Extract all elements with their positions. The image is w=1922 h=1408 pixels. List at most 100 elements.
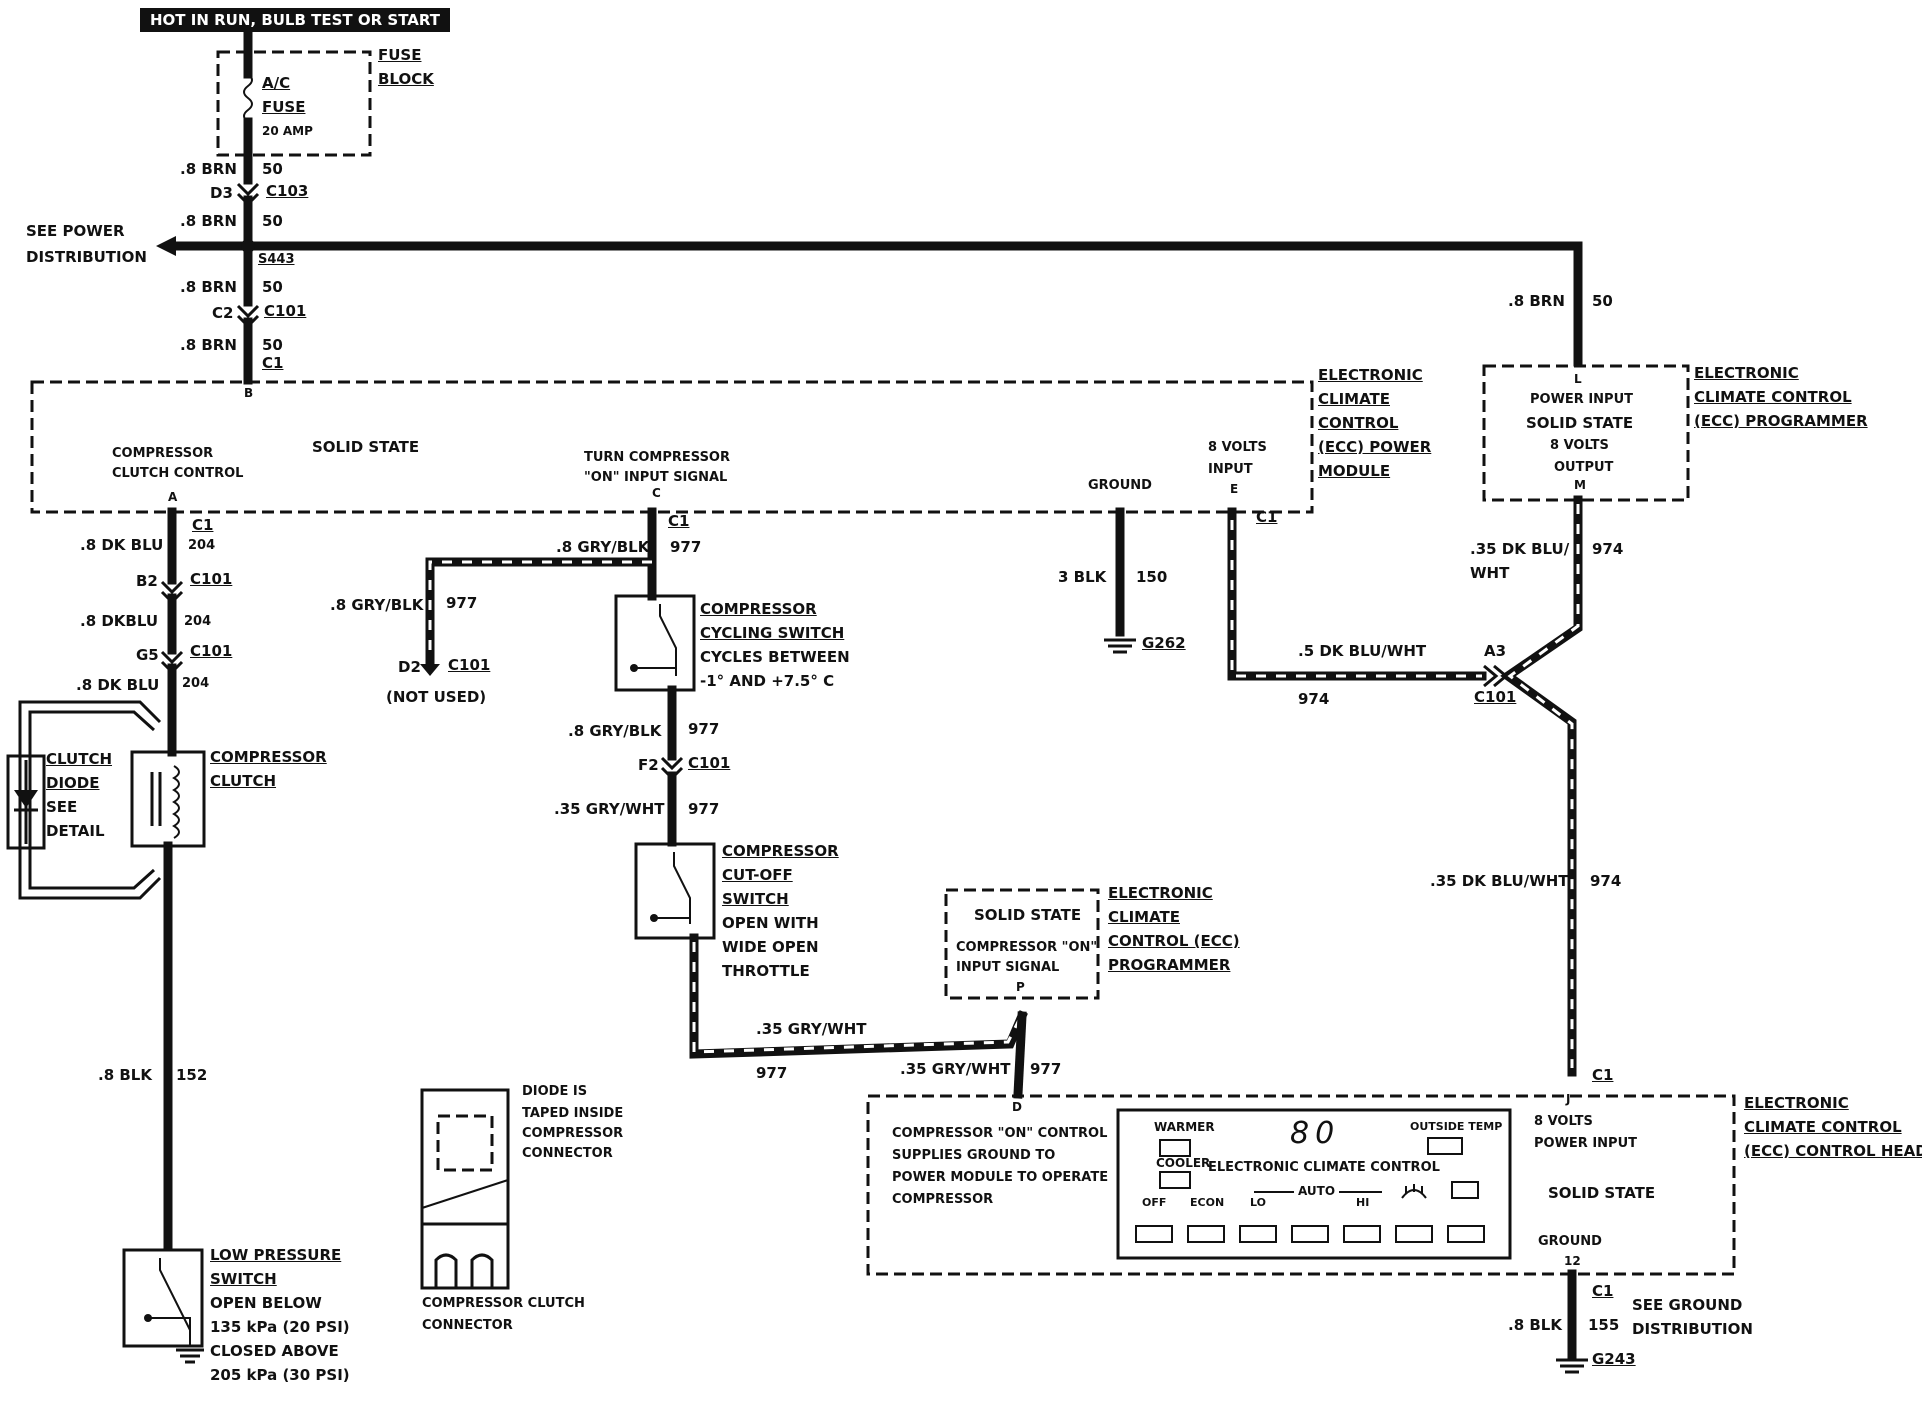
power-module-name-1: ELECTRONIC: [1318, 366, 1423, 384]
diode-note-4: CONNECTOR: [522, 1146, 613, 1161]
warmer-button[interactable]: [1159, 1139, 1191, 1157]
cutoff-switch-1: COMPRESSOR: [722, 842, 839, 860]
programmer-signal-name-3: CONTROL (ECC): [1108, 932, 1240, 950]
control-head-note-3: POWER MODULE TO OPERATE: [892, 1170, 1109, 1185]
feed-conn-c101: C101: [264, 302, 307, 320]
control-head-name-3: (ECC) CONTROL HEAD: [1744, 1142, 1922, 1160]
signal-wire-5: .35 GRY/WHT: [900, 1060, 1011, 1078]
programmer-volts-output-1: 8 VOLTS: [1550, 438, 1609, 453]
control-button-econ[interactable]: [1187, 1225, 1225, 1243]
signal-conn-c101: C101: [688, 754, 731, 772]
signal-wire-4: .35 GRY/WHT: [756, 1020, 867, 1038]
programmer-outline: [1482, 364, 1690, 502]
control-head-solid-state: SOLID STATE: [1548, 1184, 1656, 1202]
splice-label: S443: [258, 252, 295, 267]
power-banner: HOT IN RUN, BULB TEST OR START: [140, 8, 450, 32]
signal-pin-d2: D2: [398, 658, 421, 676]
connector-detail-shell: [420, 1222, 510, 1290]
clutch-diode-2: DIODE: [46, 774, 100, 792]
see-ground-2: DISTRIBUTION: [1632, 1320, 1753, 1338]
control-head-name-2: CLIMATE CONTROL: [1744, 1118, 1902, 1136]
volts-conn-c101: C101: [1474, 688, 1517, 706]
see-power-arrow: [156, 236, 176, 256]
control-head-note-2: SUPPLIES GROUND TO: [892, 1148, 1056, 1163]
control-head-note-4: COMPRESSOR: [892, 1192, 994, 1207]
connector-caption-2: CONNECTOR: [422, 1318, 513, 1333]
power-module-ground: GROUND: [1088, 478, 1152, 493]
signal-pin-f2: F2: [638, 756, 659, 774]
feed-conn-c1: C1: [262, 354, 284, 372]
cooler-button[interactable]: [1159, 1171, 1191, 1189]
cycling-switch-box: [614, 594, 696, 692]
control-head-pin-12: 12: [1564, 1254, 1581, 1268]
control-head-outline: [866, 1094, 1736, 1276]
clutch-conn-c101b: C101: [190, 642, 233, 660]
programmer-feed-wire: .8 BRN: [1508, 292, 1565, 310]
connector-detail-diode: [436, 1114, 494, 1172]
programmer-signal-pin-p: P: [1016, 980, 1025, 994]
programmer-feed-circ: 50: [1592, 292, 1613, 310]
control-head-ground-conn: C1: [1592, 1282, 1614, 1300]
volts-wire-2: .35 DK BLU/WHT: [1430, 872, 1569, 890]
clutch-pin-g5: G5: [136, 646, 159, 664]
low-pressure-switch-blade: [159, 1258, 191, 1331]
panel-auto: AUTO: [1294, 1184, 1340, 1199]
programmer-power-input: POWER INPUT: [1530, 392, 1634, 407]
control-head-ground-circ: 155: [1588, 1316, 1620, 1334]
diode-note-3: COMPRESSOR: [522, 1126, 624, 1141]
control-button-rear-defrost[interactable]: [1447, 1225, 1485, 1243]
ground-module-wire: 3 BLK: [1058, 568, 1107, 586]
signal-circ-1: 977: [670, 538, 702, 556]
programmer-pin-l: L: [1574, 372, 1582, 386]
programmer-signal-name-1: ELECTRONIC: [1108, 884, 1213, 902]
diode-loop-top: [18, 700, 162, 900]
power-module-name-4: (ECC) POWER: [1318, 438, 1432, 456]
control-button-lo[interactable]: [1239, 1225, 1277, 1243]
feed-pin-d3: D3: [210, 184, 233, 202]
see-power-label-2: DISTRIBUTION: [26, 248, 147, 266]
programmer-signal-outline: [944, 888, 1100, 1000]
panel-warmer-label: WARMER: [1154, 1120, 1215, 1134]
programmer-signal-input-2: INPUT SIGNAL: [956, 960, 1060, 975]
volts-conn-c1: C1: [1256, 508, 1278, 526]
control-button-off[interactable]: [1135, 1225, 1173, 1243]
cutoff-switch-box: [634, 842, 716, 940]
feed-pin-b: B: [244, 386, 254, 400]
programmer-volts-output-2: OUTPUT: [1554, 460, 1614, 475]
control-button-defrost[interactable]: [1395, 1225, 1433, 1243]
cutoff-switch-4: OPEN WITH: [722, 914, 819, 932]
power-module-pin-a: A: [168, 490, 178, 504]
panel-button-label-lo: LO: [1250, 1196, 1266, 1209]
control-head-pin-j: J: [1566, 1092, 1571, 1106]
control-head-pin-d: D: [1012, 1100, 1022, 1114]
feed-wire-4: .8 BRN: [180, 336, 237, 354]
fuse-block-label-2: BLOCK: [378, 70, 434, 88]
cycling-switch-2: CYCLING SWITCH: [700, 624, 845, 642]
control-head-volts-1: 8 VOLTS: [1534, 1114, 1593, 1129]
low-pressure-ground-symbol: [176, 1348, 204, 1364]
power-module-name-3: CONTROL: [1318, 414, 1399, 432]
control-head-conn-c1: C1: [1592, 1066, 1614, 1084]
outside-temp-button[interactable]: [1427, 1137, 1463, 1155]
cutoff-switch-6: THROTTLE: [722, 962, 810, 980]
programmer-solid-state: SOLID STATE: [1526, 414, 1634, 432]
control-button-hi[interactable]: [1343, 1225, 1381, 1243]
cutoff-switch-3: SWITCH: [722, 890, 789, 908]
signal-wire-1: .8 GRY/BLK: [556, 538, 650, 556]
programmer-signal-solid-state: SOLID STATE: [974, 906, 1082, 924]
programmer-name-1: ELECTRONIC: [1694, 364, 1799, 382]
ground-module-id: G262: [1142, 634, 1186, 652]
see-power-label-1: SEE POWER: [26, 222, 125, 240]
programmer-out-circ: 974: [1592, 540, 1624, 558]
clutch-pin-b2: B2: [136, 572, 158, 590]
feed-circ-2: 50: [262, 212, 283, 230]
rear-defrost-icon: [1451, 1181, 1479, 1199]
panel-button-label-off: OFF: [1142, 1196, 1167, 1209]
volts-circ-1: 974: [1298, 690, 1330, 708]
control-button-mid[interactable]: [1291, 1225, 1329, 1243]
power-module-name-5: MODULE: [1318, 462, 1391, 480]
low-pressure-6: 205 kPa (30 PSI): [210, 1366, 350, 1384]
clutch-circ-4: 152: [176, 1066, 208, 1084]
low-pressure-2: SWITCH: [210, 1270, 277, 1288]
